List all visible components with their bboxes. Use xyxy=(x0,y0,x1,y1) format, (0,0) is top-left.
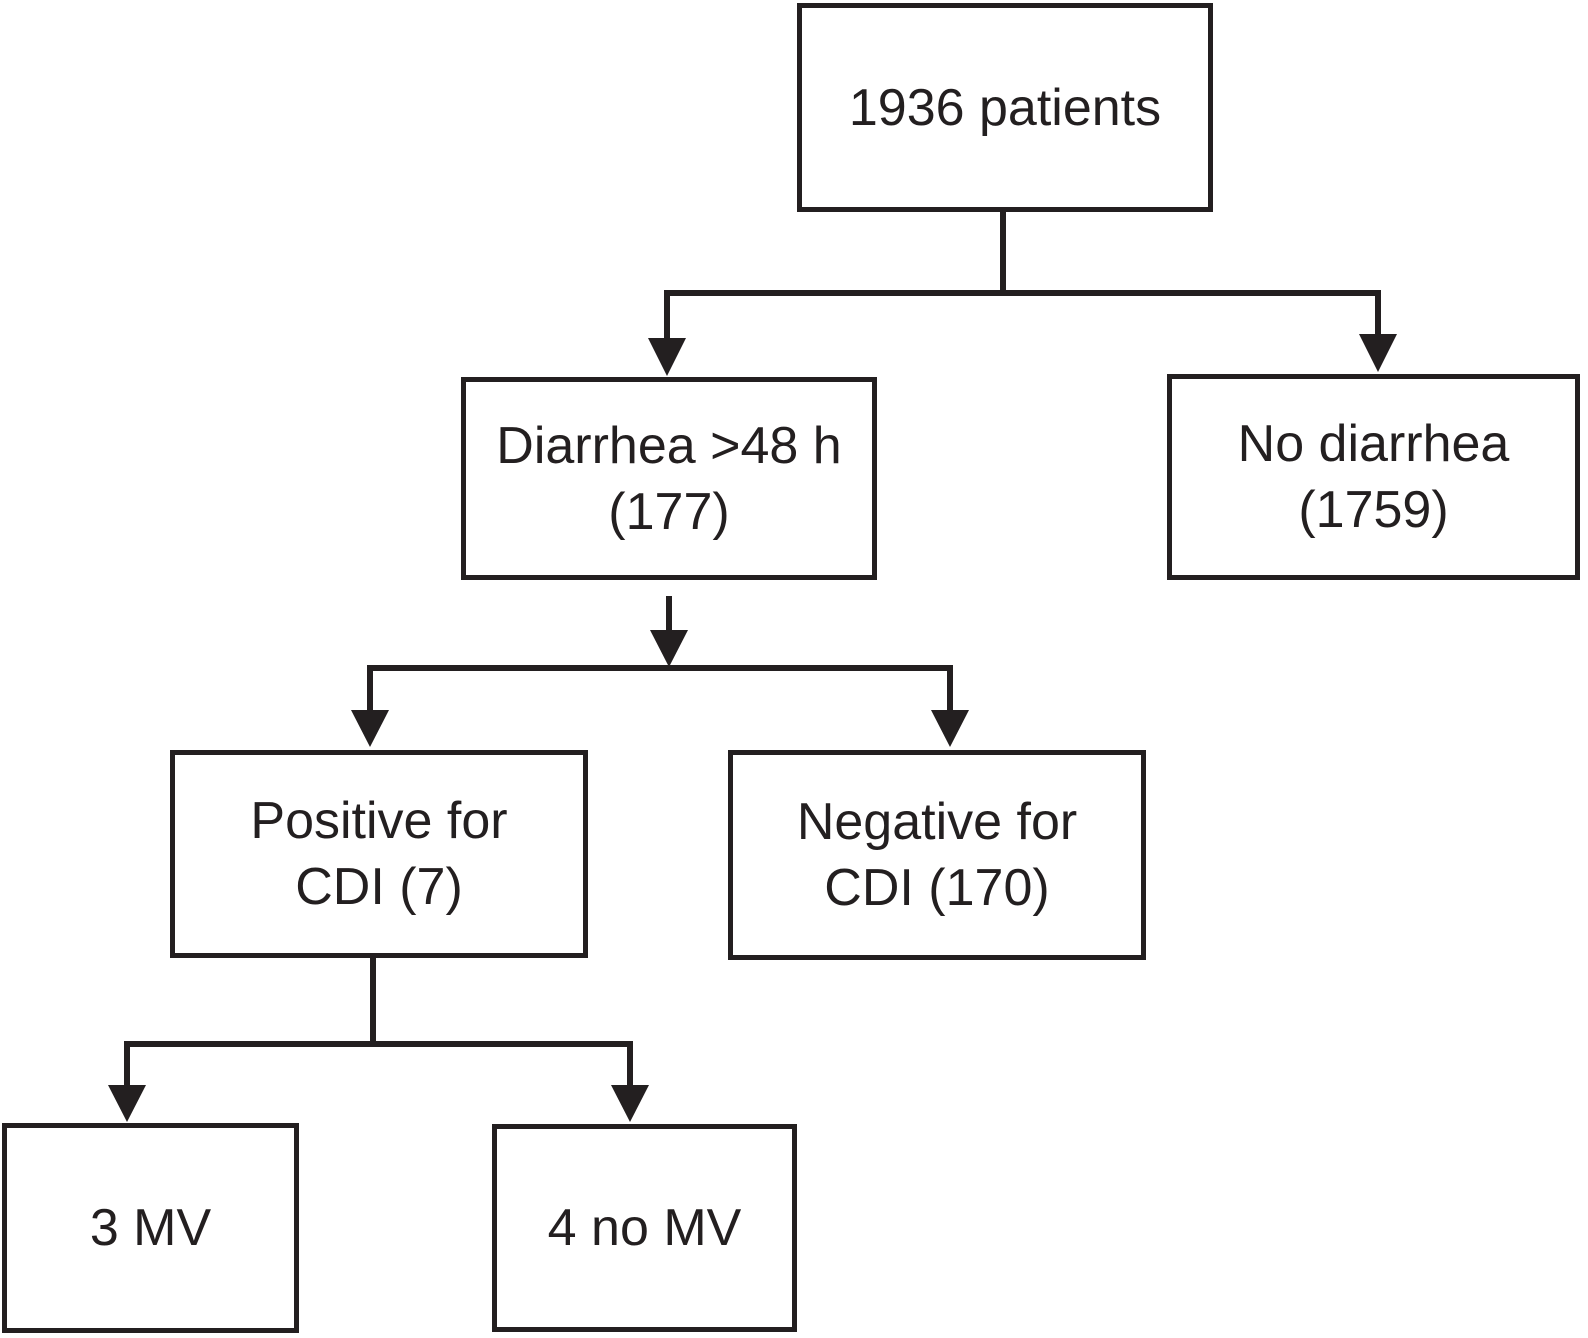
node-label-line2: (1759) xyxy=(1298,481,1449,539)
node-label-line1: Diarrhea >48 h xyxy=(496,416,842,475)
node-label-line2: CDI (7) xyxy=(295,858,463,916)
node-1936-patients: 1936 patients xyxy=(797,3,1213,212)
node-negative-cdi: Negative for CDI (170) xyxy=(728,750,1146,960)
node-no-diarrhea: No diarrhea (1759) xyxy=(1167,374,1580,580)
node-label: 3 MV xyxy=(89,1199,212,1257)
node-4-no-mv: 4 no MV xyxy=(492,1124,797,1332)
edge-diarrhea-to-children xyxy=(351,596,969,747)
edge-positive-to-children xyxy=(108,955,649,1122)
node-positive-cdi: Positive for CDI (7) xyxy=(170,750,588,958)
node-label: 1936 patients xyxy=(848,78,1162,137)
node-label-line1: No diarrhea xyxy=(1237,415,1510,473)
node-label-line2: CDI (170) xyxy=(824,859,1050,917)
node-label-line1: Positive for xyxy=(250,792,508,850)
node-label: 4 no MV xyxy=(547,1199,742,1257)
node-diarrhea-48h: Diarrhea >48 h (177) xyxy=(461,377,877,580)
node-3-mv: 3 MV xyxy=(2,1123,299,1333)
node-label-line1: Negative for xyxy=(796,793,1078,851)
node-label-line2: (177) xyxy=(608,482,730,541)
edge-patients-to-children xyxy=(648,210,1397,376)
